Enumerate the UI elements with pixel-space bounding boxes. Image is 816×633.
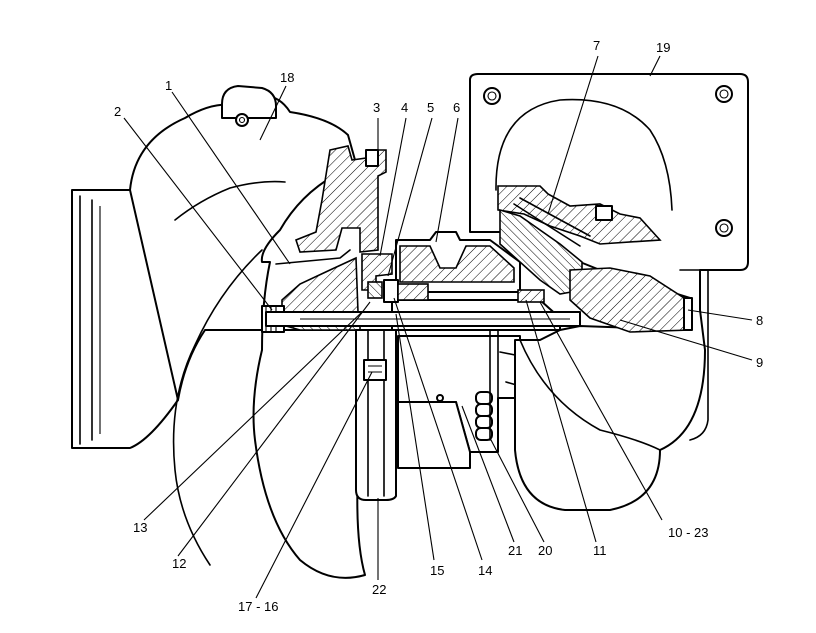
leader-10-23 [539, 301, 663, 521]
callout-20: 20 [538, 543, 552, 558]
callout-17-16: 17 - 16 [238, 599, 278, 614]
bolt-17-16 [363, 359, 387, 381]
callout-1: 1 [165, 78, 172, 93]
callout-11: 11 [593, 543, 607, 558]
callout-7: 7 [593, 38, 600, 53]
leader-2 [123, 117, 273, 311]
leader-6 [435, 117, 459, 243]
leader-19 [649, 55, 661, 77]
callout-14: 14 [478, 563, 492, 578]
callout-13: 13 [133, 520, 147, 535]
leader-15 [395, 313, 435, 561]
callout-8: 8 [756, 313, 763, 328]
leader-7 [547, 55, 599, 215]
callout-15: 15 [430, 563, 444, 578]
callout-4: 4 [401, 100, 408, 115]
callout-18: 18 [280, 70, 294, 85]
callout-labels: 1 2 3 4 5 6 7 8 9 10 - 23 11 12 13 14 15… [114, 38, 763, 614]
turbine-housing [469, 73, 749, 511]
leader-21 [461, 405, 515, 543]
compressor-backplate [295, 145, 387, 253]
leader-12 [177, 301, 371, 557]
callout-5: 5 [427, 100, 434, 115]
leader-14 [393, 297, 483, 561]
callout-3: 3 [373, 100, 380, 115]
callout-12: 12 [172, 556, 186, 571]
callout-2: 2 [114, 104, 121, 119]
leader-11 [525, 299, 597, 543]
leader-8 [687, 309, 753, 321]
leader-18 [259, 85, 287, 141]
leader-13 [143, 311, 363, 521]
leader-4 [379, 117, 407, 257]
center-flange [355, 329, 397, 501]
leader-17-16 [255, 371, 373, 599]
callout-22: 22 [372, 582, 386, 597]
callout-9: 9 [756, 355, 763, 370]
leader-9 [619, 319, 753, 361]
callout-19: 19 [656, 40, 670, 55]
compressor-housing [129, 85, 366, 579]
leader-20 [489, 437, 545, 543]
callout-21: 21 [508, 543, 522, 558]
callout-6: 6 [453, 100, 460, 115]
turbine-wheel [497, 185, 693, 333]
seal-ring-3 [365, 149, 379, 167]
callout-10-23: 10 - 23 [668, 525, 708, 540]
leader-lines [123, 55, 753, 599]
leader-1 [171, 91, 291, 265]
leader-5 [387, 117, 433, 277]
thrust-and-seal-parts [361, 253, 545, 303]
